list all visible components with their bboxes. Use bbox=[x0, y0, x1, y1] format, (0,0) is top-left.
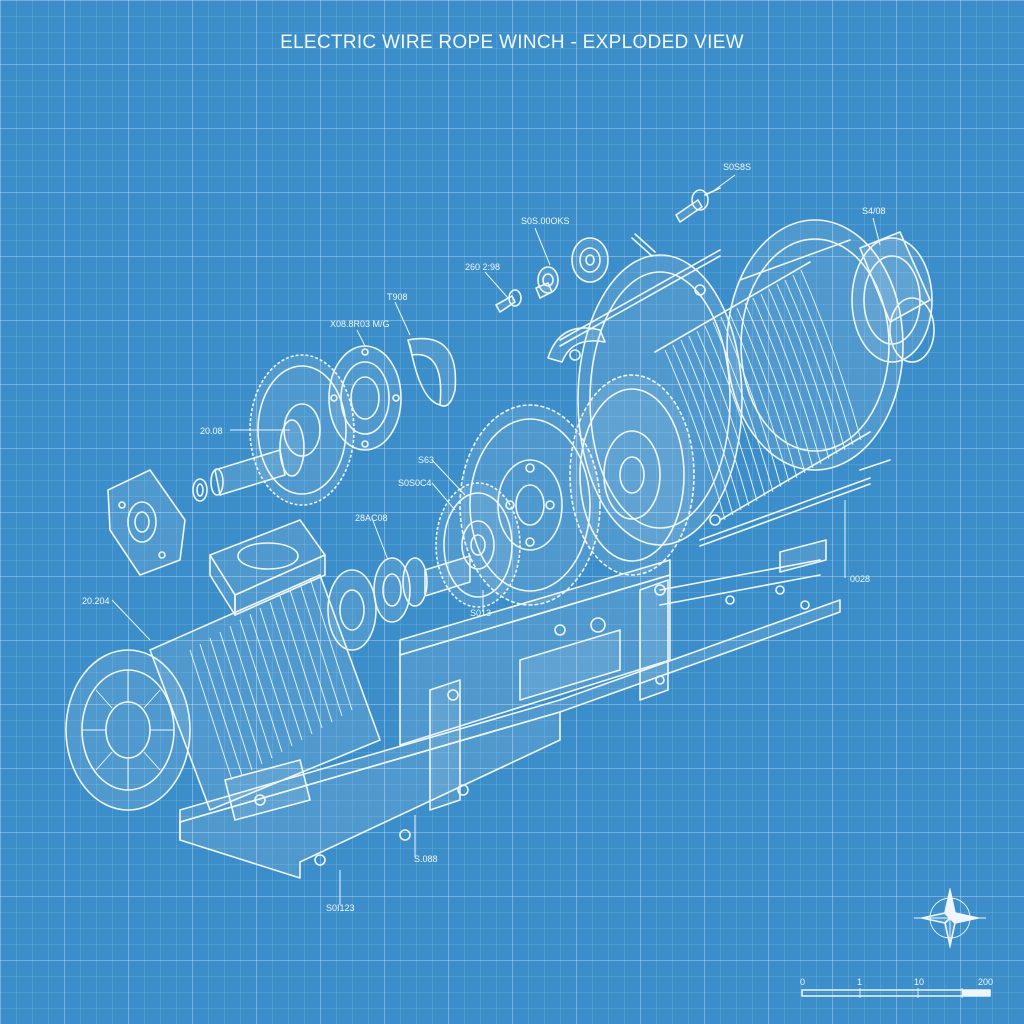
small-bolt bbox=[495, 289, 522, 313]
drum-flange-right bbox=[726, 219, 904, 471]
label-x088r03: X08.8R03 M/G bbox=[330, 319, 390, 329]
label-s408: S4/08 bbox=[862, 206, 886, 216]
half-shell-clamp bbox=[407, 337, 457, 407]
motor-fan-cover-grill bbox=[82, 670, 174, 790]
seal-ring bbox=[192, 478, 208, 502]
motor-coupling bbox=[373, 555, 471, 623]
base-frame bbox=[179, 539, 841, 879]
compass-rose-icon bbox=[914, 888, 986, 948]
scale-tick-0: 0 bbox=[800, 977, 805, 987]
label-28ac08: 28AC08 bbox=[355, 513, 388, 523]
tie-rod bbox=[559, 249, 871, 547]
label-0028: 0028 bbox=[850, 574, 870, 584]
scale-tick-1: 1 bbox=[857, 977, 862, 987]
part-labels: S0S8S S4/08 S0S.00OKS 260 2:98 T908 X08.… bbox=[82, 162, 886, 913]
label-s63: S63 bbox=[418, 455, 434, 465]
stud-bolt bbox=[675, 187, 721, 223]
input-shaft bbox=[210, 419, 305, 496]
label-s0s8s: S0S8S bbox=[723, 162, 751, 172]
intermediate-gear bbox=[459, 404, 601, 606]
electric-motor bbox=[65, 519, 381, 821]
label-s0s0c4: S0S0C4 bbox=[398, 478, 432, 488]
label-20204: 20.204 bbox=[82, 596, 110, 606]
scale-tick-10: 10 bbox=[914, 977, 924, 987]
bearing-plate bbox=[328, 345, 402, 451]
label-t908: T908 bbox=[387, 292, 408, 302]
label-260-298: 260 2:98 bbox=[465, 262, 500, 272]
bracket-arc bbox=[547, 327, 606, 363]
label-s088: S.088 bbox=[414, 854, 438, 864]
motor-cooling-fins bbox=[189, 577, 353, 781]
label-s0s00oks: S0S.00OKS bbox=[521, 216, 570, 226]
drawing-title: ELECTRIC WIRE ROPE WINCH - EXPLODED VIEW bbox=[280, 32, 744, 53]
label-s013: S013 bbox=[470, 608, 491, 618]
bearing-block bbox=[107, 469, 186, 576]
brake-end-housing bbox=[851, 231, 935, 363]
label-s0i123: S0I123 bbox=[326, 903, 355, 913]
callout-leaders bbox=[111, 174, 881, 905]
pin bbox=[631, 233, 656, 257]
cable-drum bbox=[654, 261, 871, 521]
label-2008: 20.08 bbox=[200, 426, 223, 436]
bushing bbox=[535, 266, 559, 299]
scale-tick-200: 200 bbox=[978, 977, 993, 987]
roller-bearing bbox=[571, 237, 609, 283]
scale-bar: 0 1 10 200 bbox=[800, 977, 993, 998]
wire-rope-windings bbox=[664, 269, 862, 521]
main-drive-gear bbox=[569, 374, 695, 576]
